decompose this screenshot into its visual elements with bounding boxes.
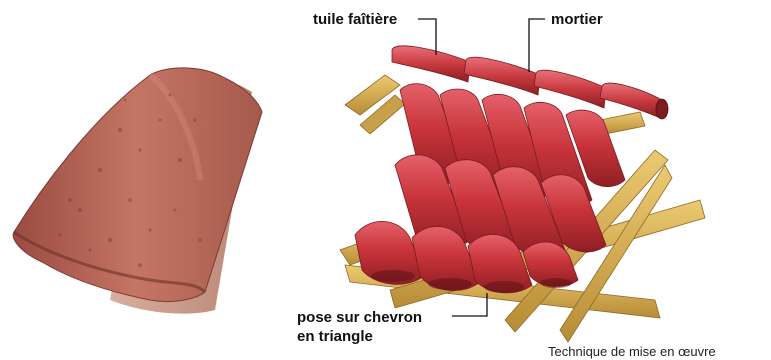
roof-assembly (340, 46, 705, 342)
caption: Technique de mise en œuvre (548, 344, 716, 359)
roof-tiles (355, 84, 625, 293)
tile-outer-body (13, 68, 262, 302)
single-tile-illustration (13, 68, 262, 314)
label-ridge-tile: tuile faîtière (313, 11, 397, 28)
leader-mortar (529, 19, 545, 72)
label-chevron-line2: en triangle (297, 328, 373, 345)
label-chevron-line1: pose sur chevron (297, 309, 422, 326)
label-mortar: mortier (551, 11, 603, 28)
